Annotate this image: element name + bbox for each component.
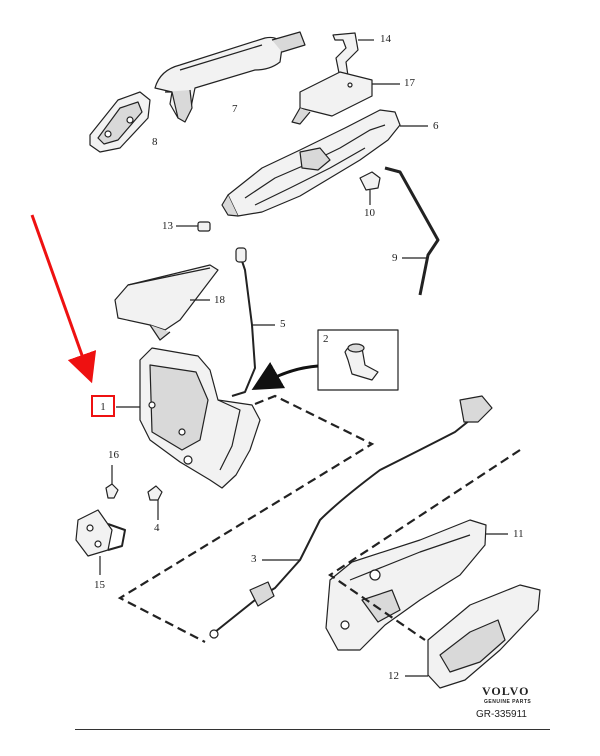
part-3-cable: [209, 395, 493, 639]
callout-14: 14: [380, 33, 391, 45]
part-14-bracket: [332, 32, 374, 79]
callout-7: 7: [232, 103, 238, 115]
part-2-inset: [317, 329, 399, 391]
callout-16: 16: [108, 449, 119, 461]
inset-pointer-arrow: [251, 362, 319, 390]
callout-4: 4: [154, 522, 160, 534]
footer-rule: [75, 729, 550, 730]
part-4-screw: [147, 485, 163, 520]
part-13-screw: [176, 221, 211, 232]
part-12-inner-handle: [405, 584, 541, 689]
part-17-plate: [291, 71, 400, 125]
part-8-handle-cover: [89, 91, 151, 153]
dashed-guide-lines: [117, 394, 521, 643]
part-10-clip: [359, 171, 381, 205]
part-7-outer-handle: [154, 31, 306, 123]
callout-15: 15: [94, 579, 105, 591]
callout-3: 3: [251, 553, 257, 565]
part-18-cover: [114, 264, 219, 341]
part-11-inner-handle-mechanism: [325, 519, 508, 651]
callout-12: 12: [388, 670, 399, 682]
callout-18: 18: [214, 294, 225, 306]
callout-6: 6: [433, 120, 439, 132]
callout-10: 10: [364, 207, 375, 219]
callout-8: 8: [152, 136, 158, 148]
part-1-door-lock: [116, 347, 261, 489]
part-6-handle-carrier: [221, 109, 428, 217]
callout-9: 9: [392, 252, 398, 264]
brand-logo-text: VOLVO: [482, 684, 530, 698]
callout-1: 1: [100, 401, 106, 413]
callout-11: 11: [513, 528, 524, 540]
callout-13: 13: [162, 220, 173, 232]
callout-1-highlighted: 1: [91, 395, 115, 417]
callout-5: 5: [280, 318, 286, 330]
red-highlight-arrow: [30, 214, 97, 384]
part-16-screw: [105, 465, 119, 499]
part-15-striker: [75, 509, 126, 575]
brand-subtitle: GENUINE PARTS: [484, 699, 532, 705]
part-9-rod: [384, 166, 440, 296]
callout-2: 2: [323, 333, 329, 345]
callout-17: 17: [404, 77, 415, 89]
part-5-linkage-rod: [231, 247, 275, 397]
reference-number: GR-335911: [476, 709, 527, 720]
